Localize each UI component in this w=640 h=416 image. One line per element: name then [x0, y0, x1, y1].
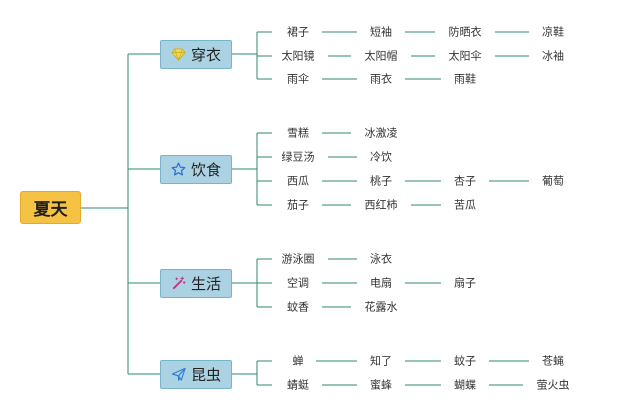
leaf-node[interactable]: 太阳帽 [364, 49, 398, 63]
leaf-node[interactable]: 蚊子 [454, 354, 476, 368]
diamond-icon [171, 48, 186, 62]
category-node-food[interactable]: 饮食 [160, 155, 232, 184]
leaf-node[interactable]: 绿豆汤 [281, 150, 315, 164]
leaf-node[interactable]: 泳衣 [370, 252, 392, 266]
category-node-life[interactable]: 生活 [160, 269, 232, 298]
leaf-node[interactable]: 太阳伞 [448, 49, 482, 63]
leaf-node[interactable]: 雨鞋 [454, 72, 476, 86]
category-label: 饮食 [190, 161, 221, 179]
leaf-node[interactable]: 茄子 [287, 198, 309, 212]
leaf-node[interactable]: 苍蝇 [542, 354, 564, 368]
leaf-node[interactable]: 电扇 [370, 276, 392, 290]
leaf-node[interactable]: 蜜蜂 [370, 378, 392, 392]
leaf-node[interactable]: 蝉 [292, 354, 304, 368]
category-node-insects[interactable]: 昆虫 [160, 360, 232, 389]
leaf-node[interactable]: 冰激凌 [364, 126, 398, 140]
leaf-node[interactable]: 空调 [287, 276, 309, 290]
category-node-clothing[interactable]: 穿衣 [160, 40, 232, 69]
leaf-node[interactable]: 西瓜 [287, 174, 309, 188]
leaf-node[interactable]: 葡萄 [542, 174, 564, 188]
leaf-node[interactable]: 桃子 [370, 174, 392, 188]
leaf-node[interactable]: 游泳圈 [281, 252, 315, 266]
root-node[interactable]: 夏天 [20, 191, 81, 224]
leaf-node[interactable]: 苦瓜 [454, 198, 476, 212]
leaf-node[interactable]: 太阳镜 [281, 49, 315, 63]
leaf-node[interactable]: 冷饮 [370, 150, 392, 164]
category-label: 昆虫 [190, 366, 221, 384]
leaf-node[interactable]: 花露水 [364, 300, 398, 314]
magic-wand-icon [172, 276, 186, 290]
leaf-node[interactable]: 知了 [370, 354, 392, 368]
leaf-node[interactable]: 短袖 [370, 25, 392, 39]
leaf-node[interactable]: 裙子 [287, 25, 309, 39]
leaf-node[interactable]: 蚊香 [287, 300, 309, 314]
leaf-node[interactable]: 雪糕 [287, 126, 309, 140]
leaf-node[interactable]: 蝴蝶 [454, 378, 476, 392]
paper-plane-icon [171, 367, 186, 381]
leaf-node[interactable]: 蜻蜓 [287, 378, 309, 392]
leaf-node[interactable]: 防晒衣 [448, 25, 482, 39]
leaf-node[interactable]: 西红柿 [364, 198, 398, 212]
category-label: 穿衣 [190, 46, 221, 64]
leaf-node[interactable]: 扇子 [454, 276, 476, 290]
leaf-node[interactable]: 冰袖 [542, 49, 564, 63]
category-label: 生活 [190, 275, 221, 293]
leaf-node[interactable]: 雨衣 [370, 72, 392, 86]
leaf-node[interactable]: 凉鞋 [542, 25, 564, 39]
leaf-node[interactable]: 萤火虫 [536, 378, 570, 392]
leaf-node[interactable]: 雨伞 [287, 72, 309, 86]
leaf-node[interactable]: 杏子 [454, 174, 476, 188]
star-icon [171, 162, 186, 176]
